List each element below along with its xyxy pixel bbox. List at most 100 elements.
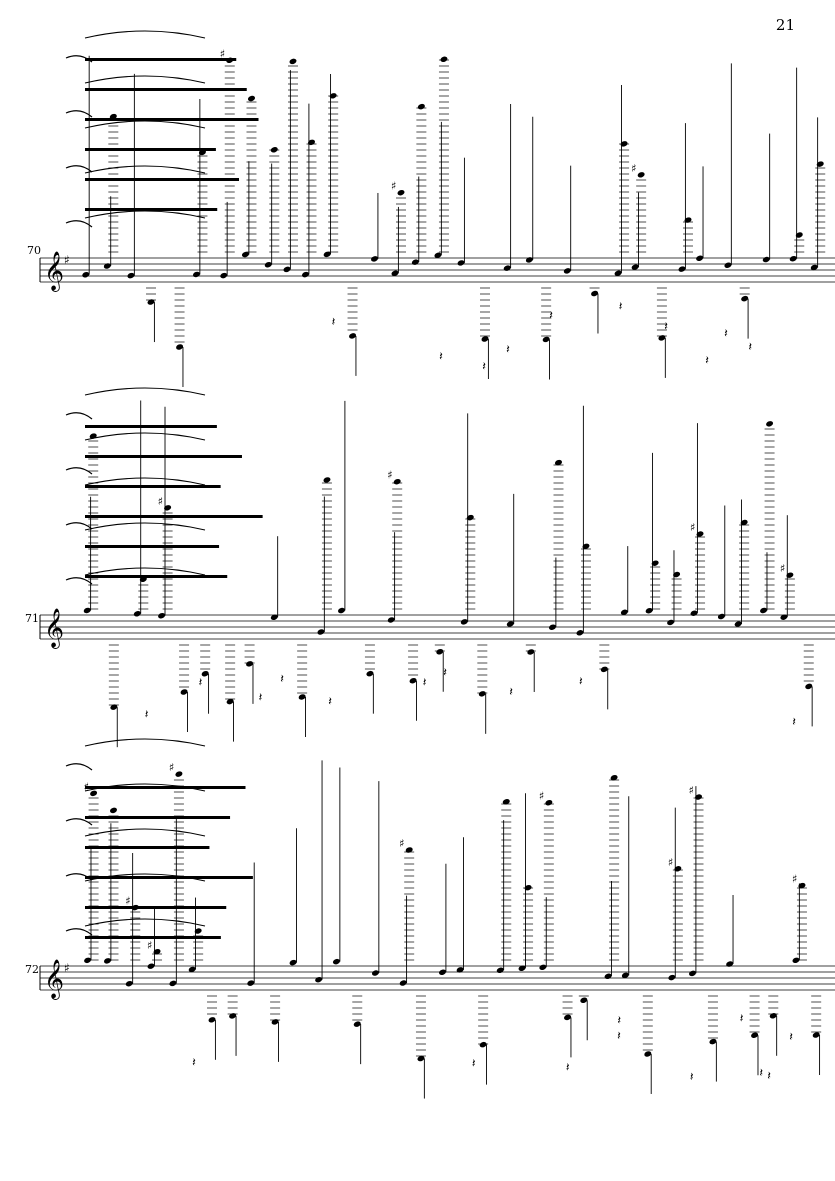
note-head <box>769 1013 777 1019</box>
slur <box>65 873 93 881</box>
rest-icon: 𝄽 <box>579 674 583 688</box>
treble-clef-icon: 𝄞 <box>44 959 64 1000</box>
note-head <box>434 252 442 259</box>
note-head <box>812 1032 820 1038</box>
note-beam <box>85 575 228 578</box>
measure-number-71: 71 <box>25 612 39 625</box>
note-beam <box>85 846 210 849</box>
note-head-high <box>696 531 704 537</box>
note-head <box>338 607 345 614</box>
sharp-accidental-icon: ♯ <box>220 47 225 60</box>
note-head <box>371 970 379 976</box>
note-beam <box>85 148 216 151</box>
note-head <box>496 967 504 974</box>
note-head-high <box>684 217 692 223</box>
note-head <box>270 614 278 621</box>
note-beam <box>85 118 259 121</box>
note-head <box>539 964 547 971</box>
note-beam <box>85 485 221 488</box>
sharp-accidental-icon: ♯ <box>668 856 673 869</box>
note-head <box>208 1017 216 1023</box>
rest-icon: 𝄽 <box>509 684 513 698</box>
note-beam <box>85 906 227 909</box>
sharp-accidental-icon: ♯ <box>539 790 544 803</box>
slur <box>65 55 93 63</box>
note-head <box>411 259 419 265</box>
note-head <box>564 1014 572 1021</box>
note-head <box>792 957 800 964</box>
rest-icon: 𝄽 <box>332 315 336 329</box>
sharp-accidental-icon: ♯ <box>399 837 404 850</box>
rest-icon: 𝄽 <box>690 1069 694 1083</box>
tie <box>84 918 206 927</box>
note-head <box>247 980 255 986</box>
note-head <box>220 272 228 279</box>
rest-icon: 𝄽 <box>423 675 427 689</box>
note-head <box>548 624 556 630</box>
note-beam <box>85 515 263 518</box>
sharp-accidental-icon: ♯ <box>125 895 130 908</box>
note-head <box>481 336 489 342</box>
note-head <box>103 263 111 269</box>
note-head-high <box>109 113 117 120</box>
note-head <box>525 257 533 263</box>
note-head-high <box>323 477 331 483</box>
note-head <box>667 619 675 626</box>
note-head <box>289 959 297 966</box>
key-signature-sharp-icon: ♯ <box>64 253 70 267</box>
note-head-high <box>164 505 172 511</box>
note-head <box>563 268 571 274</box>
note-head-high <box>651 560 659 566</box>
note-head <box>709 1038 717 1045</box>
note-head <box>457 260 465 266</box>
tie <box>84 165 206 174</box>
rest-icon: 𝄽 <box>259 690 263 704</box>
rest-icon: 𝄽 <box>705 353 709 367</box>
note-head <box>506 621 514 627</box>
note-head <box>614 270 622 277</box>
note-head-high <box>194 928 202 934</box>
note-head <box>417 1055 425 1062</box>
slur <box>65 577 93 585</box>
note-head <box>460 619 468 625</box>
note-head <box>264 261 272 268</box>
note-head <box>246 661 254 667</box>
note-head <box>158 612 166 619</box>
note-head-high <box>554 459 562 466</box>
note-head <box>84 957 92 964</box>
note-head <box>644 1051 652 1057</box>
rest-icon: 𝄽 <box>767 1069 771 1083</box>
rest-icon: 𝄽 <box>789 1030 793 1044</box>
note-beam <box>85 208 218 211</box>
sharp-accidental-icon: ♯ <box>631 162 636 175</box>
note-head <box>241 251 249 258</box>
note-beam <box>85 425 217 428</box>
tie <box>84 210 206 219</box>
note-head <box>580 997 588 1003</box>
key-signature-sharp-icon: ♯ <box>64 961 70 975</box>
rest-icon: 𝄽 <box>192 1055 196 1069</box>
note-head <box>479 1041 487 1048</box>
rest-icon: 𝄽 <box>482 359 486 373</box>
sharp-accidental-icon: ♯ <box>158 495 163 508</box>
note-head-high <box>198 149 206 156</box>
slur <box>65 467 93 475</box>
note-head <box>169 980 177 987</box>
note-head <box>147 963 155 969</box>
sharp-accidental-icon: ♯ <box>387 469 392 482</box>
note-head <box>283 266 291 273</box>
note-head-high <box>740 519 748 526</box>
note-head <box>805 683 813 690</box>
note-head <box>349 333 357 339</box>
note-head <box>302 271 310 278</box>
note-beam <box>85 545 220 548</box>
note-head <box>600 666 608 673</box>
rest-icon: 𝄽 <box>439 349 443 363</box>
sharp-accidental-icon: ♯ <box>780 562 785 575</box>
note-head <box>751 1032 759 1038</box>
note-head <box>271 1019 279 1025</box>
sharp-accidental-icon: ♯ <box>690 521 695 534</box>
note-head <box>323 251 331 258</box>
tie <box>84 828 206 837</box>
